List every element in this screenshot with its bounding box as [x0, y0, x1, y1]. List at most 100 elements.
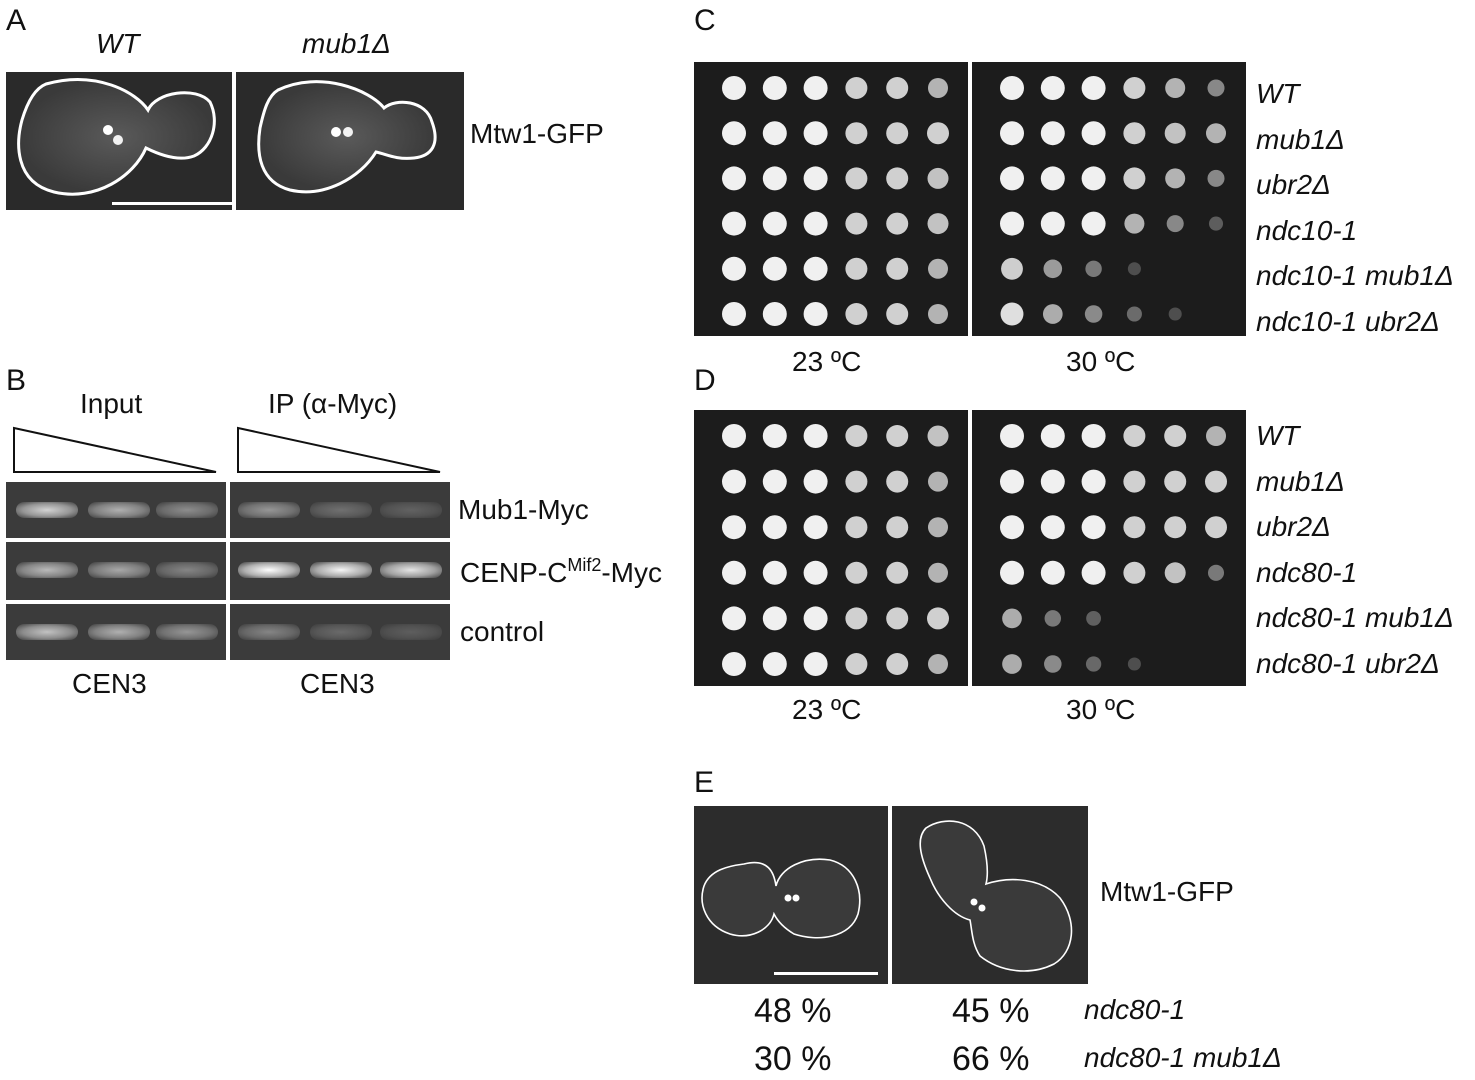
panel-c-23-spot: [803, 211, 828, 236]
gel-band: [310, 562, 372, 578]
panel-c-30-spot: [1207, 169, 1225, 187]
panel-c-plate-30: [972, 62, 1246, 336]
panel-c-23-spot: [803, 166, 828, 191]
panel-e-row1-strain: ndc80-1: [1084, 994, 1186, 1025]
panel-e-row2-value-right: 66 %: [952, 1040, 1030, 1078]
panel-c-23-spot: [886, 167, 909, 190]
panel-d-23-spot: [803, 424, 828, 448]
panel-d-30-spot: [1123, 470, 1146, 493]
panel-d-plate-23: [694, 410, 968, 686]
panel-d-letter: D: [694, 364, 716, 397]
panel-c-23-spot: [722, 256, 746, 281]
panel-c-30-spot: [1001, 257, 1023, 280]
panel-c-temp-30: 30 ºC: [1066, 346, 1136, 377]
panel-d-23-spot: [722, 606, 746, 631]
panel-c-23-spot: [845, 257, 868, 280]
panel-d-30-spot: [1123, 561, 1146, 584]
panel-d-30-spot: [1085, 656, 1102, 672]
panel-c-23-spot: [722, 302, 746, 326]
panel-c-30-spot: [1040, 211, 1065, 236]
panel-e-cells-right: [919, 820, 1073, 972]
panel-d-23-spot: [722, 424, 746, 448]
panel-c-30-spot: [1205, 123, 1227, 144]
gel-band: [310, 502, 372, 518]
panel-d-30-spot: [1205, 516, 1227, 539]
panel-c-23-spot: [803, 76, 828, 100]
panel-d-30-spot: [1081, 560, 1106, 585]
panel-c-strain-label: ndc10-1 mub1Δ: [1256, 260, 1454, 291]
panel-c-30-spot: [1043, 259, 1063, 279]
panel-d-23-spot: [845, 516, 868, 539]
gel-band: [238, 502, 300, 518]
panel-d-30-spot: [1000, 560, 1024, 585]
panel-c-23-spot: [886, 77, 909, 99]
panel-d-23-spot: [886, 607, 909, 630]
panel-c-30-spot: [1123, 77, 1146, 99]
panel-d-23-spot: [845, 470, 868, 493]
panel-d-30-spot: [1000, 424, 1024, 448]
panel-d-strain-label: ndc80-1 ubr2Δ: [1256, 647, 1440, 679]
panel-c-23-spot: [722, 211, 746, 236]
panel-d-temp-30: 30 ºC: [1066, 694, 1136, 725]
panel-b-letter: B: [6, 364, 27, 397]
panel-b-wedge-input: [13, 426, 217, 473]
panel-d-30-spot: [1040, 469, 1065, 494]
panel-b-header-input: Input: [80, 388, 143, 419]
panel-b-row3-label: control: [460, 616, 545, 647]
gel-band: [16, 502, 78, 518]
panel-a-image-mub1: [236, 72, 464, 210]
panel-c-23-spot: [762, 302, 787, 326]
gel-band: [310, 624, 372, 640]
panel-c-23-spot: [803, 256, 828, 281]
panel-c-30-spot: [1123, 122, 1146, 145]
panel-e-row2-value-left: 30 %: [754, 1040, 832, 1078]
gel-band: [88, 502, 150, 518]
panel-a-image-wt: [6, 72, 232, 210]
panel-d-30-spot: [1123, 516, 1146, 539]
panel-e-letter: E: [694, 766, 715, 799]
panel-b-row2-label: CENP-CMif2-Myc: [460, 555, 663, 588]
panel-c-23-spot: [927, 303, 949, 325]
panel-c-23-spot: [886, 122, 909, 145]
panel-c-30-spot: [1000, 302, 1024, 326]
panel-d-strain-label: WT: [1256, 420, 1300, 451]
panel-d-strain-label: ubr2Δ: [1256, 511, 1331, 542]
panel-c-30-spot: [1085, 260, 1102, 278]
gel-band: [380, 502, 442, 518]
gel-band: [156, 562, 218, 578]
panel-d-23-spot: [886, 653, 909, 675]
panel-d-23-spot: [927, 517, 949, 538]
panel-d-strain-label: ndc80-1: [1256, 556, 1358, 588]
panel-d-23-spot: [845, 561, 868, 584]
panel-c-23-spot: [845, 77, 868, 99]
gel-band: [88, 624, 150, 640]
panel-b-footer-ip: CEN3: [300, 668, 375, 699]
panel-c-30-spot: [1123, 167, 1146, 190]
panel-d-30-spot: [1044, 655, 1062, 673]
panel-d-23-spot: [845, 425, 868, 447]
panel-c-30-spot: [1040, 121, 1065, 146]
panel-c-30-spot: [1000, 211, 1024, 236]
panel-a-col-label-wt: WT: [96, 28, 140, 59]
panel-c-23-spot: [762, 166, 787, 191]
gel-band: [16, 624, 78, 640]
panel-c-23-spot: [803, 121, 828, 146]
panel-d-strain-label: ndc80-1 mub1Δ: [1256, 602, 1454, 633]
panel-c-30-spot: [1166, 215, 1184, 233]
panel-b-wedge-ip: [237, 426, 441, 473]
panel-d-30-spot: [1205, 425, 1227, 447]
panel-c-23-spot: [927, 213, 949, 235]
panel-d-30-spot: [1000, 515, 1024, 540]
panel-c-30-spot: [1081, 211, 1106, 236]
panel-d-23-spot: [762, 606, 787, 631]
panel-a-marker-label: Mtw1-GFP: [470, 118, 604, 149]
panel-d-23-spots: [722, 424, 949, 676]
panel-e-row1-value-left: 48 %: [754, 992, 832, 1030]
panel-d-30-spot: [1164, 562, 1186, 584]
panel-d-30-spot: [1000, 469, 1024, 494]
gel-band: [16, 562, 78, 578]
panel-c-23-spots: [722, 76, 949, 326]
panel-c-30-spot: [1207, 79, 1225, 97]
panel-b-header-ip: IP (α-Myc): [268, 388, 398, 419]
panel-c-30-spot: [1208, 216, 1224, 231]
